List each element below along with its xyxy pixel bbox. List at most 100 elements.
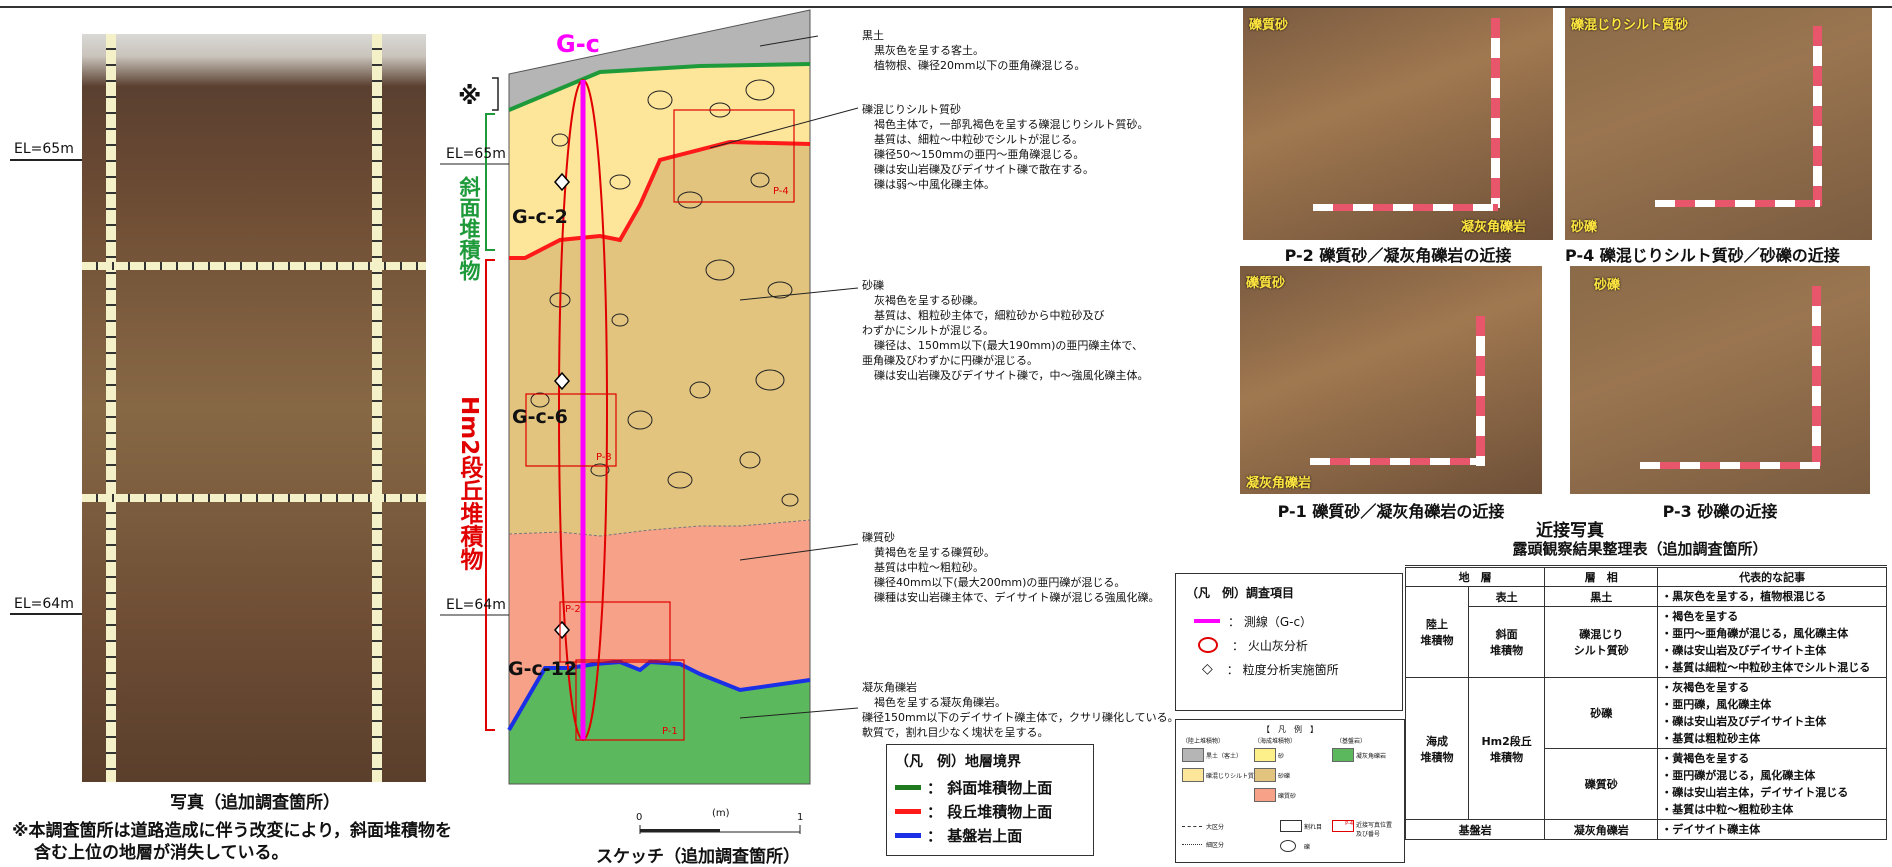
closeup-caption-p3: P-3 砂礫の近接 — [1662, 502, 1778, 521]
survey-line-label: G-c — [556, 30, 600, 58]
header-notes: 代表的な記事 — [1657, 566, 1887, 587]
legend-grain-analysis: ◇ ： 粒度分析実施箇所 — [1202, 661, 1339, 677]
table-title: 露頭観察結果整理表（追加調査箇所） — [1512, 540, 1768, 558]
closeup-group-caption: 近接写真 — [1536, 521, 1604, 541]
measuring-tape-right — [372, 34, 382, 782]
mark-bracket — [492, 77, 499, 111]
closeup-photo-p3: 砂礫 — [1570, 266, 1870, 494]
legend-survey-line: ： 測線（G-c） — [1186, 609, 1392, 633]
scale-unit: (m) — [712, 808, 730, 819]
swatch-kuroboku — [1182, 748, 1204, 762]
scale-one: 1 — [797, 812, 804, 823]
table-row: 基盤岩 凝灰角礫岩 ・デイサイト礫主体 — [1404, 819, 1887, 840]
legend-ash-analysis: ： 火山灰分析 — [1186, 633, 1392, 657]
box-p1-label: P-1 — [662, 726, 678, 737]
scale-rod — [1476, 316, 1485, 466]
desc-gravelly-sand: 礫質砂 黄褐色を呈する礫質砂。 基質は中粒～粗粒砂。 礫径40mm以下(最大20… — [862, 531, 1160, 604]
legend-slope-boundary: ： 斜面堆積物上面 — [895, 775, 1085, 799]
header-facies: 層 相 — [1544, 566, 1659, 587]
sketch-caption: スケッチ（追加調査箇所） — [596, 847, 800, 867]
scale-rod — [1313, 204, 1498, 211]
bottom-note-line1: ※本調査箇所は道路造成に伴う改変により，斜面堆積物を — [12, 821, 452, 841]
scale-rod — [1812, 286, 1821, 466]
closeup-caption-p2: P-2 礫質砂／凝灰角礫岩の近接 — [1284, 246, 1512, 265]
slope-deposit-label: 斜面堆積物 — [457, 176, 481, 281]
point-gc12-label: G-c-12 — [508, 658, 578, 680]
boundary-legend: （凡 例）地層境界 ： 斜面堆積物上面 ： 段丘堆積物上面 ： 基盤岩上面 — [886, 744, 1094, 856]
slope-bracket — [485, 113, 495, 251]
measuring-tape-horizontal — [82, 262, 426, 270]
el-65-line — [10, 159, 82, 161]
desc-tuff-breccia: 凝灰角礫岩 褐色を呈する凝灰角礫岩。 礫径150mm以下のデイサイト礫主体で，ク… — [862, 681, 1179, 739]
legend-magenta-line — [1194, 619, 1220, 623]
bottom-note: ※本調査箇所は道路造成に伴う改変により，斜面堆積物を 含む上位の地層が消失してい… — [12, 820, 452, 864]
header-stratum: 地 層 — [1404, 566, 1546, 587]
closeup-photo-p4: 礫混じりシルト質砂 砂礫 — [1565, 8, 1872, 240]
closeup-caption-p4: P-4 礫混じりシルト質砂／砂礫の近接 — [1565, 246, 1840, 265]
main-outcrop-photo — [82, 34, 426, 782]
bottom-note-line2: 含む上位の地層が消失している。 — [34, 843, 289, 863]
slope-top-boundary — [508, 62, 811, 112]
sketch-frame — [508, 9, 811, 785]
desc-silt-sand: 礫混じりシルト質砂 褐色主体で，一部乳褐色を呈する礫混じりシルト質砂。 基質は、… — [862, 103, 1149, 191]
closeup-position-boxes — [525, 109, 795, 741]
desc-gravel: 砂礫 灰褐色を呈する砂礫。 基質は、粗粒砂主体で，細粒砂から中粒砂及び わずかに… — [862, 279, 1149, 382]
point-gc2-label: G-c-2 — [512, 206, 568, 228]
observation-table: 地 層 層 相 代表的な記事 陸上 堆積物 表土 黒土 ・黒灰色を呈する，植物根… — [1404, 565, 1887, 840]
legend-red-ellipse-icon — [1198, 637, 1218, 653]
grain-analysis-points — [554, 172, 570, 640]
box-p3-label: P-3 — [596, 452, 612, 463]
legend-green-line — [895, 784, 921, 790]
swatch-tuff-breccia — [1332, 748, 1354, 762]
diamond-icon: ◇ — [1202, 661, 1213, 677]
scale-rod — [1655, 200, 1820, 207]
scale-rod — [1813, 26, 1822, 206]
legend-red-line — [895, 808, 921, 814]
bedrock-top-boundary — [507, 659, 811, 732]
point-gc6-label: G-c-6 — [512, 406, 568, 428]
legend-big-division-line — [1182, 826, 1202, 827]
swatch-silt-sand — [1182, 768, 1204, 782]
legend-photo-box: P-4 — [1332, 820, 1354, 832]
legend-blue-line — [895, 832, 921, 838]
scale-bar — [639, 825, 801, 834]
table-row: 陸上 堆積物 表土 黒土 ・黒灰色を呈する，植物根混じる — [1405, 586, 1887, 678]
survey-legend: （凡 例）調査項目 ： 測線（G-c） ： 火山灰分析 ◇ ： 粒度分析実施箇所 — [1175, 573, 1403, 711]
legend-terrace-boundary: ： 段丘堆積物上面 — [895, 799, 1085, 823]
legend-small-division-line — [1182, 844, 1202, 845]
closeup-caption-p1: P-1 礫質砂／凝灰角礫岩の近接 — [1277, 502, 1505, 521]
swatch-gravel — [1254, 768, 1276, 782]
terrace-deposit-label: Hm2段丘堆積物 — [456, 396, 482, 571]
scale-rod — [1491, 18, 1500, 208]
table-row: 海成 堆積物 Hm2段丘 堆積物 砂礫 ・灰褐色を呈する ・亜円礫，風化礫主体 … — [1405, 677, 1887, 820]
legend-crack-icon — [1280, 820, 1302, 832]
desc-kuroboku: 黒土 黒灰色を呈する客土。 植物根、礫径20mm以下の亜角礫混じる。 — [862, 29, 1086, 72]
top-border — [0, 0, 1892, 8]
measuring-tape-left — [106, 34, 116, 782]
scale-zero: 0 — [636, 812, 643, 823]
table-row: 礫質砂 ・黄褐色を呈する ・亜円礫が混じる，風化礫主体 ・礫は安山岩主体，デイサ… — [1406, 748, 1887, 820]
legend-gravel-icon — [1280, 840, 1296, 852]
layer-kuroboku — [509, 10, 810, 110]
scale-rod — [1640, 462, 1820, 469]
leader-lines — [709, 35, 859, 719]
terrace-top-boundary — [509, 139, 811, 260]
main-photo-caption: 写真（追加調査箇所） — [170, 793, 340, 813]
table-row: 斜面 堆積物 礫混じり シルト質砂 ・褐色を呈する ・亜円～亜角礫が混じる，風化… — [1406, 606, 1887, 678]
swatch-gravelly-sand — [1254, 788, 1276, 802]
legend-bedrock-boundary: ： 基盤岩上面 — [895, 823, 1085, 847]
box-p4-label: P-4 — [773, 186, 789, 197]
el-65-label: EL=65m — [14, 141, 74, 157]
el-64-line — [10, 613, 82, 615]
el-64-label: EL=64m — [14, 596, 74, 612]
box-p2-label: P-2 — [565, 604, 581, 615]
sketch-el-65-label: EL=65m — [446, 146, 506, 162]
mini-legend: 【 凡 例 】 （陸上堆積物） （海成堆積物） （基盤岩） 黒土（客土） 礫混じ… — [1175, 719, 1405, 863]
scale-rod — [1310, 458, 1485, 465]
sketch-el-64-label: EL=64m — [446, 597, 506, 613]
measuring-tape-horizontal — [82, 494, 426, 502]
closeup-photo-p2: 礫質砂 凝灰角礫岩 — [1243, 8, 1553, 240]
swatch-sand — [1254, 748, 1276, 762]
closeup-photo-p1: 礫質砂 凝灰角礫岩 — [1240, 266, 1542, 494]
